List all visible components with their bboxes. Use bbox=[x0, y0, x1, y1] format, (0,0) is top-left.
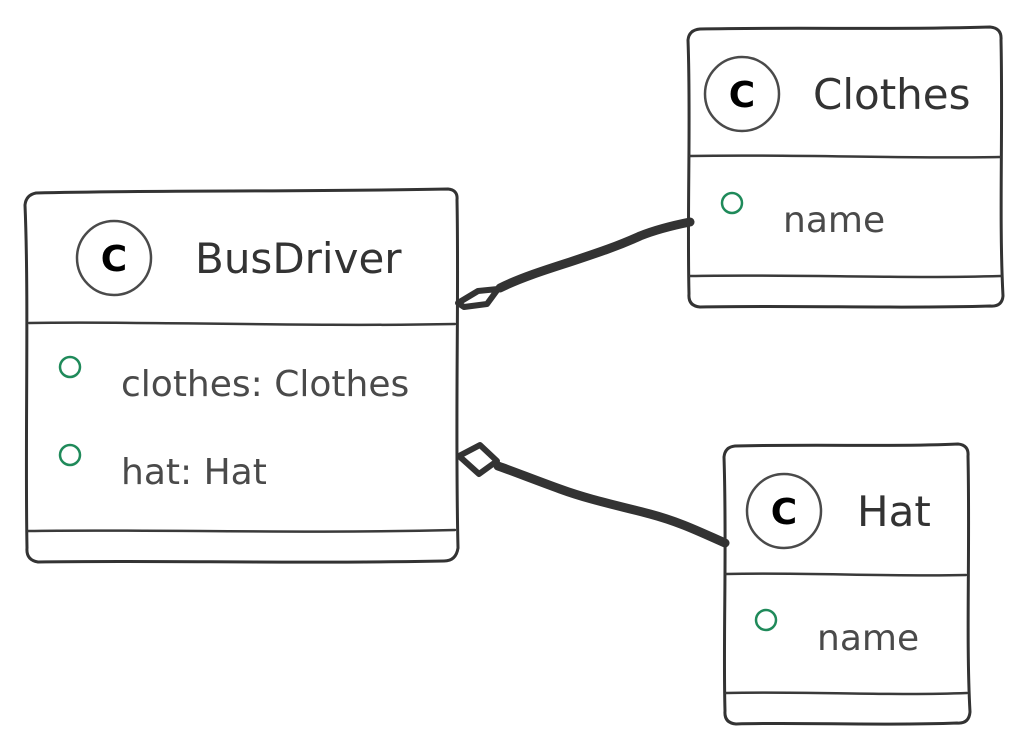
aggregation-line bbox=[495, 217, 695, 293]
class-box bbox=[23, 187, 460, 564]
class-divider bbox=[724, 572, 968, 577]
class-box bbox=[722, 442, 972, 726]
class-hat[interactable]: C Hat name bbox=[722, 442, 972, 726]
class-badge-letter: C bbox=[729, 75, 755, 116]
attribute-label: name bbox=[783, 200, 885, 241]
class-busdriver[interactable]: C BusDriver clothes: Clothes hat: Hat bbox=[23, 187, 460, 564]
class-badge-icon bbox=[75, 219, 153, 297]
attribute-label: hat: Hat bbox=[121, 452, 267, 493]
class-divider bbox=[688, 274, 1003, 279]
class-name: Hat bbox=[857, 487, 931, 536]
public-visibility-icon bbox=[58, 443, 82, 467]
class-divider bbox=[724, 691, 969, 696]
class-name: Clothes bbox=[813, 70, 971, 119]
class-box bbox=[686, 25, 1005, 309]
aggregation-diamond-icon bbox=[456, 442, 500, 477]
class-badge-icon bbox=[745, 472, 823, 550]
aggregation-busdriver-clothes bbox=[455, 217, 695, 310]
aggregation-line bbox=[493, 461, 730, 548]
public-visibility-icon bbox=[754, 608, 778, 632]
attribute-label: clothes: Clothes bbox=[121, 364, 409, 405]
class-divider bbox=[688, 154, 1002, 159]
public-visibility-icon bbox=[720, 191, 744, 215]
class-badge-icon bbox=[703, 55, 781, 133]
aggregation-busdriver-hat bbox=[456, 442, 730, 548]
attribute-label: name bbox=[817, 618, 919, 659]
aggregation-diamond-icon bbox=[455, 286, 501, 310]
class-divider bbox=[27, 321, 457, 327]
class-name: BusDriver bbox=[195, 234, 402, 283]
class-divider bbox=[26, 528, 457, 533]
class-badge-letter: C bbox=[771, 492, 797, 533]
public-visibility-icon bbox=[58, 355, 82, 379]
class-badge-letter: C bbox=[101, 239, 127, 280]
class-clothes[interactable]: C Clothes name bbox=[686, 25, 1005, 309]
